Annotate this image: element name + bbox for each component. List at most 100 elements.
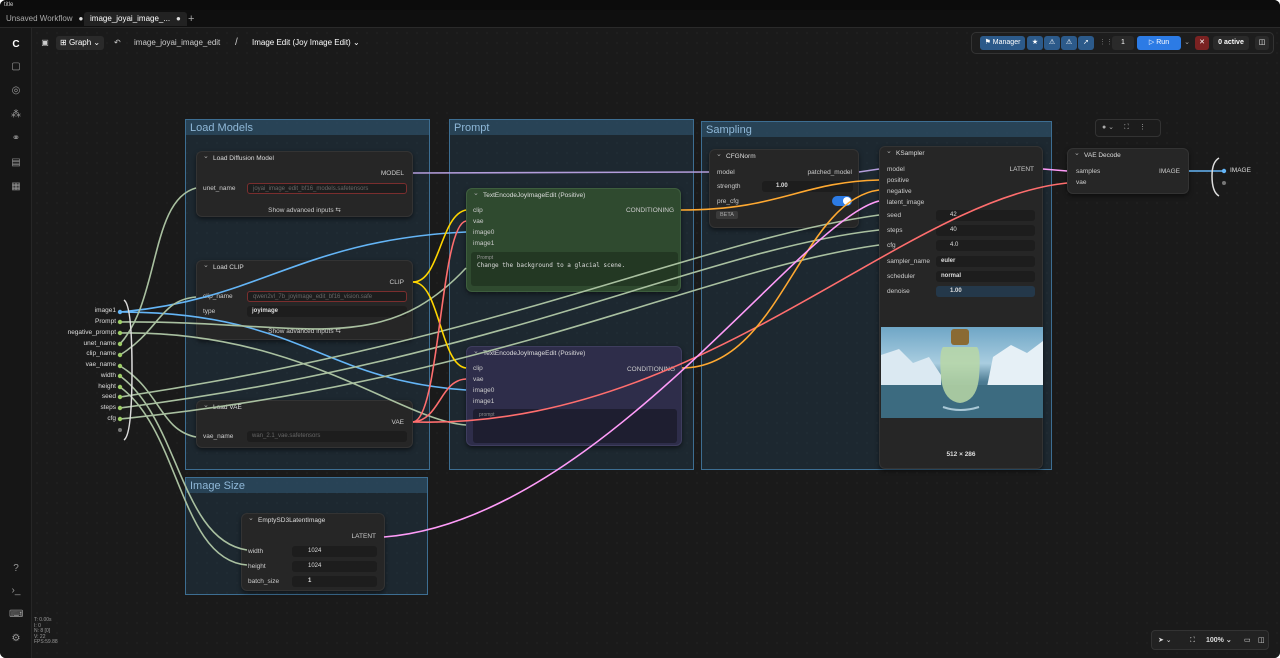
logo-icon[interactable]: C — [12, 39, 20, 50]
vae-name-select[interactable]: wan_2.1_vae.safetensors — [247, 431, 407, 442]
node-text-encode-positive-2[interactable]: TextEncodeJoyImageEdit (Positive) CONDIT… — [466, 345, 682, 446]
output-model-label: MODEL — [380, 170, 404, 177]
breadcrumb-parent[interactable]: image_joyai_image_edit — [134, 38, 221, 47]
alert-icon[interactable]: ⚠ — [1061, 36, 1077, 50]
height-input[interactable]: 1024 — [292, 561, 377, 572]
prompt-textarea[interactable]: Prompt Change the background to a glacia… — [471, 252, 678, 286]
node-title: EmptySD3LatentImage — [242, 512, 384, 528]
templates-icon[interactable]: ▤ — [11, 157, 21, 168]
graph-input-prompt[interactable]: Prompt — [95, 318, 116, 325]
minimap-icon[interactable]: ▭ — [1244, 637, 1251, 644]
tab-image-joyai[interactable]: image_joyai_image_...● — [84, 12, 187, 26]
graph-input-negative-prompt[interactable]: negative_prompt — [67, 329, 116, 336]
node-empty-sd3-latent-image[interactable]: EmptySD3LatentImage LATENT width 1024 he… — [241, 512, 385, 591]
active-queue-button[interactable]: 0 active — [1213, 36, 1249, 50]
run-button[interactable]: ▷ Run — [1137, 36, 1181, 50]
strength-label: strength — [717, 183, 741, 190]
node-title: VAE Decode — [1068, 147, 1188, 163]
height-label: height — [248, 563, 266, 570]
queue-count-stepper[interactable]: 1 — [1112, 36, 1134, 50]
node-vae-decode[interactable]: VAE Decode samples vae IMAGE — [1067, 147, 1189, 194]
width-input[interactable]: 1024 — [292, 546, 377, 557]
workflows-icon[interactable]: ⚭ — [11, 133, 21, 144]
strength-input[interactable]: 1.00 — [762, 181, 853, 192]
graph-input-seed[interactable]: seed — [101, 393, 116, 400]
panel-toggle-icon[interactable]: ▣ — [41, 38, 49, 47]
manager-button[interactable]: ⚑ Manager — [980, 36, 1025, 50]
focus-mode-icon[interactable]: ◫ — [1258, 637, 1265, 644]
share-icon[interactable]: ➚ — [1078, 36, 1094, 50]
drag-handle-icon[interactable]: ⋮⋮ — [1099, 39, 1113, 46]
fit-view-icon[interactable]: ⛶ — [1190, 637, 1195, 644]
cancel-icon[interactable]: ✕ — [1195, 36, 1209, 50]
batch-size-input[interactable]: 1 — [292, 576, 377, 587]
seed-input[interactable]: 42 — [936, 210, 1035, 221]
color-picker-icon[interactable]: ● ⌄ — [1102, 124, 1115, 131]
node-load-diffusion-model[interactable]: Load Diffusion Model MODEL unet_name joy… — [196, 150, 413, 217]
glacier-scene-graphic — [881, 329, 1043, 418]
node-library-icon[interactable]: ◎ — [11, 85, 21, 96]
settings-gear-icon[interactable]: ⚙ — [11, 633, 21, 644]
show-advanced-inputs-button[interactable]: Show advanced inputs ⇆ — [268, 207, 341, 214]
image-icon[interactable]: ▢ — [11, 61, 21, 72]
prompt-textarea[interactable]: prompt — [473, 409, 677, 443]
console-icon[interactable]: ›_ — [11, 585, 21, 596]
back-icon[interactable]: ↶ — [114, 38, 121, 47]
input-vae-label: vae — [473, 376, 484, 383]
sampler-name-select[interactable]: euler — [936, 256, 1035, 267]
output-preview-image[interactable] — [881, 327, 1043, 418]
graph-input-cfg[interactable]: cfg — [107, 415, 116, 422]
puzzle-icon: ⚑ — [984, 39, 991, 46]
width-label: width — [248, 548, 264, 555]
node-load-vae[interactable]: Load VAE VAE vae_name wan_2.1_vae.safete… — [196, 399, 413, 448]
star-icon[interactable]: ★ — [1027, 36, 1043, 50]
selection-toolbox[interactable]: ● ⌄ ⛶ ⋮ — [1095, 119, 1161, 137]
clip-name-select[interactable]: qwen2vl_7b_joyimage_edit_bf16_vision.saf… — [247, 291, 407, 302]
tab-label: image_joyai_image_... — [90, 14, 171, 23]
fit-icon[interactable]: ⛶ — [1124, 124, 1129, 131]
node-ksampler[interactable]: KSampler model positive negative latent_… — [879, 145, 1043, 469]
node-load-clip[interactable]: Load CLIP CLIP clip_name qwen2vl_7b_joyi… — [196, 259, 413, 340]
cfg-input[interactable]: 4.0 — [936, 240, 1035, 251]
assets-icon[interactable]: ▦ — [11, 181, 21, 192]
warning-icon[interactable]: ⚠ — [1044, 36, 1060, 50]
group-title: Image Size — [186, 478, 427, 493]
sidebar-toggle-icon[interactable]: ◫ — [1255, 36, 1269, 50]
graph-mode-dropdown[interactable]: ⊞ Graph ⌄ — [56, 36, 104, 50]
unet-name-select[interactable]: joyai_image_edit_bf16_models.safetensors — [247, 183, 407, 194]
tab-unsaved-workflow[interactable]: Unsaved Workflow● — [0, 12, 89, 26]
batch-size-value: 1 — [308, 578, 312, 584]
node-title: Load CLIP — [197, 259, 412, 275]
type-select[interactable]: joyimage — [247, 306, 407, 317]
keyboard-icon[interactable]: ⌨ — [9, 609, 24, 620]
graph-input-vae-name[interactable]: vae_name — [85, 361, 116, 368]
output-conditioning-label: CONDITIONING — [625, 207, 674, 214]
left-sidebar: C ▢ ◎ ⁂ ⚭ ▤ ▦ ? ›_ ⌨ ⚙ — [0, 28, 32, 658]
breadcrumb-current[interactable]: Image Edit (Joy Image Edit) ⌄ — [252, 34, 360, 52]
graph-input-height[interactable]: height — [98, 383, 116, 390]
graph-input-steps[interactable]: steps — [100, 404, 116, 411]
help-icon[interactable]: ? — [13, 563, 19, 574]
run-label: Run — [1156, 39, 1170, 46]
graph-input-width[interactable]: width — [100, 372, 116, 379]
new-tab-button[interactable]: + — [188, 13, 195, 25]
more-options-icon[interactable]: ⋮ — [1138, 124, 1146, 131]
output-image-label: IMAGE — [1159, 168, 1180, 175]
prompt-text: Change the background to a glacial scene… — [477, 262, 626, 269]
pointer-mode-icon[interactable]: ➤ ⌄ — [1158, 637, 1172, 644]
node-text-encode-positive-1[interactable]: TextEncodeJoyImageEdit (Positive) CONDIT… — [466, 187, 681, 292]
show-advanced-inputs-button[interactable]: Show advanced inputs ⇆ — [268, 328, 341, 335]
model-library-icon[interactable]: ⁂ — [11, 109, 21, 120]
app-title: title — [4, 2, 14, 8]
graph-input-image1[interactable]: image1 — [94, 307, 116, 314]
node-cfgnorm[interactable]: CFGNorm model patched_model strength 1.0… — [709, 148, 859, 228]
run-options-chevron-icon[interactable]: ⌄ — [1184, 39, 1190, 46]
zoom-level-dropdown[interactable]: 100% ⌄ — [1206, 637, 1232, 644]
graph-output-image[interactable]: IMAGE — [1230, 167, 1251, 174]
graph-input-clip-name[interactable]: clip_name — [86, 350, 116, 357]
scheduler-select[interactable]: normal — [936, 271, 1035, 282]
pre-cfg-toggle[interactable] — [832, 196, 852, 206]
graph-input-unet-name[interactable]: unet_name — [83, 340, 116, 347]
steps-input[interactable]: 40 — [936, 225, 1035, 236]
denoise-input[interactable]: 1.00 — [936, 286, 1035, 297]
